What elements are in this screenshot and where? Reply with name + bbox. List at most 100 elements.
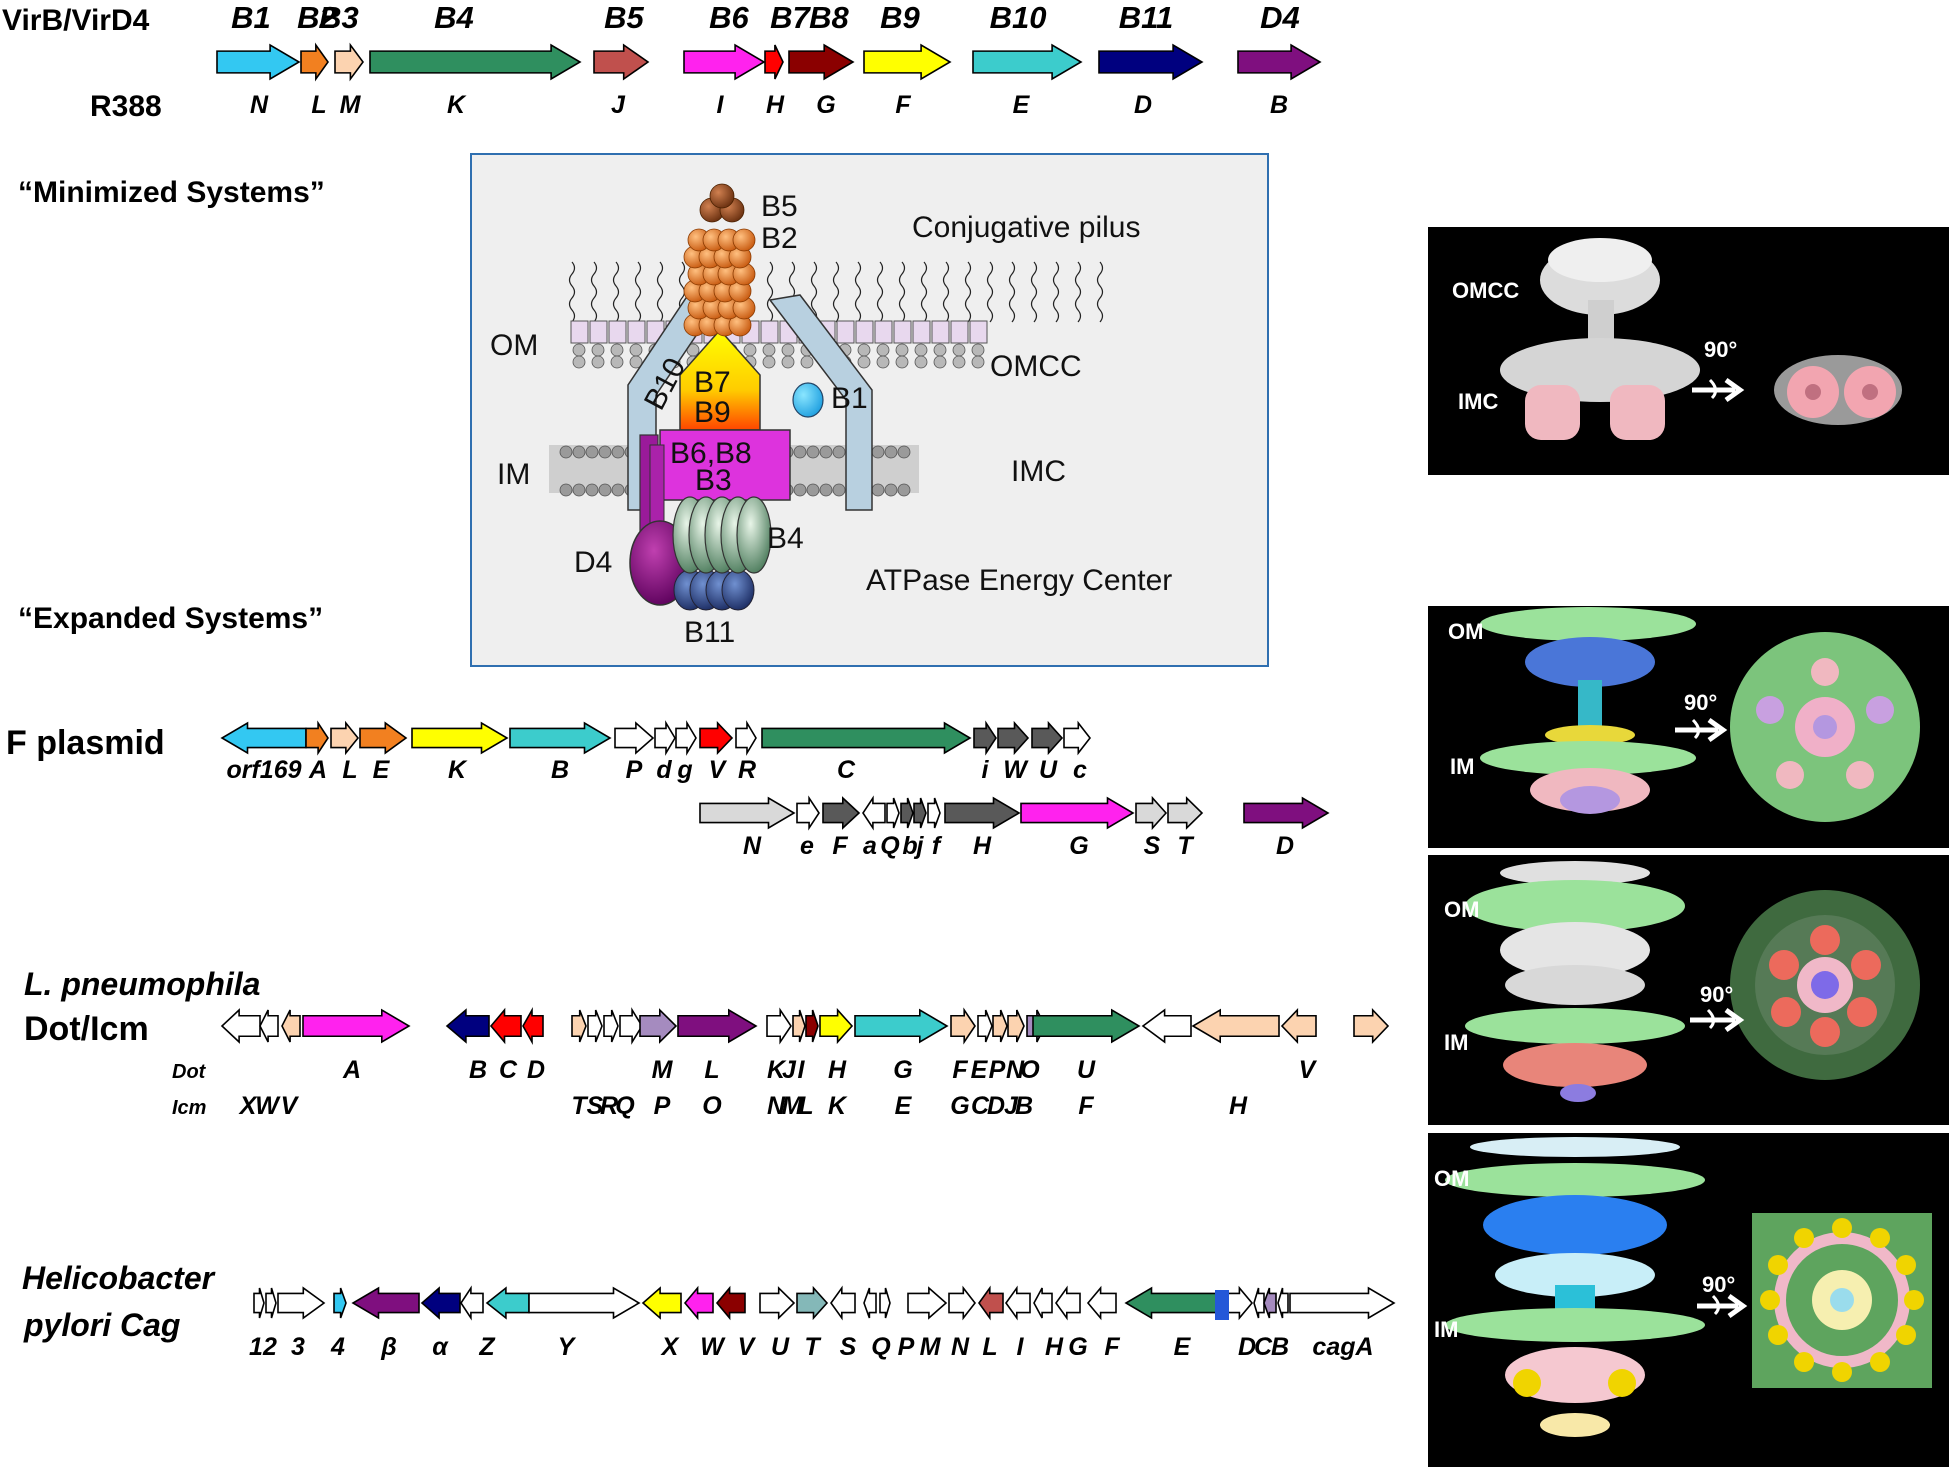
virb-top-gene-label: B8 [809,0,849,35]
virb-top-gene-label: B9 [880,0,920,35]
f-row2-gene-arrow [900,797,914,829]
f-row1-gene-arrow [614,721,655,755]
f-row2-gene-label: S [1144,832,1161,860]
legionella-icm-gene-label: K [828,1092,848,1120]
em-panel-4-rotation-label: 90° [1702,1272,1735,1297]
cartoon-part [559,445,573,459]
f-row1-gene-label: orf169 [226,756,301,784]
f-row2-gene-label: G [1069,832,1088,860]
helicobacter-gene-arrow [683,1285,714,1321]
helicobacter-gene-arrow [1055,1285,1081,1321]
helicobacter-gene-label: S [840,1333,857,1361]
legionella-dot-gene-label: I [798,1056,806,1084]
label-b1: B1 [831,382,868,415]
legionella-gene-arrow [639,1008,678,1044]
helicobacter-gene-arrow [485,1286,530,1320]
f-row1-gene-arrow [973,720,997,756]
cartoon-part [762,355,776,369]
legionella-dot-gene-label: L [704,1056,719,1084]
em-panel-3-structure [1465,861,1920,1102]
helicobacter-gene-arrow [1086,1285,1117,1321]
legionella-dot-gene-label: J [782,1056,797,1084]
helicobacter-gene-arrow [253,1287,265,1319]
em-panel-3-om-label: OM [1444,897,1479,922]
legionella-gene-arrow [1191,1008,1280,1044]
cartoon-part [942,261,950,323]
f-row2-gene-arrow [913,797,927,829]
r388-label: R388 [90,90,162,123]
virb-gene-arrow [300,42,329,82]
legionella-gene-arrow [522,1006,544,1046]
helicobacter-gene-arrow [1005,1285,1031,1321]
label-d4: D4 [574,546,612,579]
cartoon-part [559,483,573,497]
legionella-dot-gene-label: N [1006,1056,1025,1084]
cartoon-part [912,320,931,344]
f-row2-gene-arrow [1243,796,1330,830]
legionella-icm-gene-label: S [587,1092,604,1120]
helicobacter-gene-arrow [759,1286,796,1320]
em-panel-2-om-label: OM [1448,619,1483,644]
virb-bottom-gene-label: K [447,91,467,119]
cartoon-part [876,355,890,369]
legionella-dot-gene-label: G [893,1056,912,1084]
em-panel-legionella: OM IM 90° [1428,855,1949,1125]
helicobacter-gene-arrow [333,1287,347,1319]
helicobacter-gene-arrow [277,1286,326,1320]
helicobacter-gene-arrow [1263,1287,1277,1319]
legionella-dot-gene-label: H [828,1056,847,1084]
cartoon-part [608,320,627,344]
virb-gene-arrow [683,43,766,81]
em-panel-1-omcc-label: OMCC [1452,278,1519,303]
virb-top-gene-label: B3 [319,0,359,35]
legionella-gene-arrow [1141,1008,1192,1044]
f-row2-gene-arrow [927,797,941,829]
em-panel-helicobacter: OM IM 90° [1428,1133,1949,1467]
legionella-gene-arrow [819,1007,854,1045]
f-row1-gene-arrow [735,720,757,756]
helicobacter-gene-arrow [460,1285,484,1321]
f-row1-gene-label: B [551,756,569,784]
helicobacter-gene-arrow [1277,1287,1289,1319]
cartoon-part [952,355,966,369]
helicobacter-gene-label: C [1254,1333,1273,1361]
f-row2-gene-label: j [914,832,925,860]
f-row2-gene-label: H [973,832,992,860]
virb-bottom-gene-label: D [1134,91,1152,119]
cartoon-part [819,445,833,459]
f-row1-gene-arrow [305,720,329,756]
label-conjugative-pilus: Conjugative pilus [912,211,1140,244]
legionella-gene-arrow [587,1009,603,1043]
cartoon-part [572,343,586,357]
cartoon-part [656,261,664,323]
cartoon-part [572,445,586,459]
em-panel-3-rotation-label: 90° [1700,982,1733,1007]
f-row1-gene-arrow [359,721,408,755]
helicobacter-gene-label: α [432,1333,449,1361]
legionella-icm-gene-label: P [654,1092,671,1120]
legionella-dot-gene-label: U [1077,1056,1096,1084]
cartoon-part [762,343,776,357]
cartoon-part [800,355,814,369]
em-panel-1-background [1428,227,1949,475]
f-row1-gene-arrow [699,721,734,755]
cartoon-part [629,355,643,369]
cartoon-part [914,355,928,369]
legionella-gene-arrow [977,1009,993,1043]
f-row1-gene-arrow [654,720,676,756]
legionella-dot-gene-label: A [342,1056,361,1084]
f-row2-gene-arrow [796,795,820,831]
legionella-gene-arrow [603,1009,619,1043]
legionella-gene-arrow [220,1008,261,1044]
legionella-gene-arrow [805,1009,819,1043]
cartoon-part [572,355,586,369]
f-row1-gene-label: L [342,756,357,784]
cartoon-shapes [549,183,1104,611]
cartoon-part [832,483,846,497]
cartoon-part [611,445,625,459]
legionella-icm-gene-label: Q [615,1092,635,1120]
cartoon-part [871,445,885,459]
cartoon-part [933,355,947,369]
cartoon-part [884,483,898,497]
f-row2-gene-label: f [932,832,943,860]
